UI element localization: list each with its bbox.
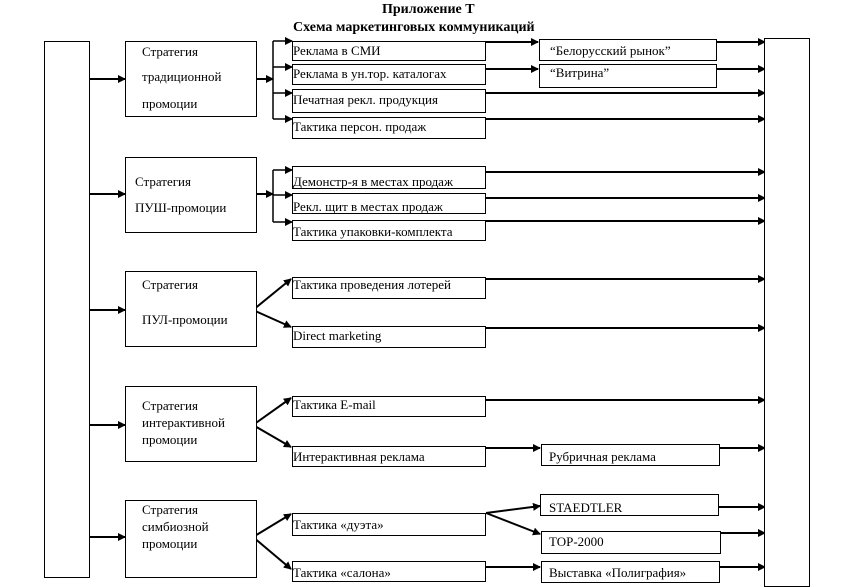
strategy-5-line-1: Стратегия xyxy=(142,502,198,517)
tactic-label-8: Тактика проведения лотерей xyxy=(293,277,451,292)
tactic-label-11: Интерактивная реклама xyxy=(293,449,425,464)
target-box-belorussky-rynok xyxy=(539,39,717,61)
tactic-label-1: Реклама в СМИ xyxy=(293,43,381,58)
tactic-label-6: Рекл. щит в местах продаж xyxy=(293,199,443,214)
tactic-label-2: Реклама в ун.тор. каталогах xyxy=(293,66,447,81)
strategy-4-line-3: промоции xyxy=(142,432,198,447)
target-box-vitrina xyxy=(539,64,717,88)
strategy-1-line-3: промоции xyxy=(142,96,198,111)
appendix-label: Приложение Т xyxy=(382,2,475,17)
strategy-box-push: Стратегия ПУШ-промоции xyxy=(125,157,257,233)
strategy-2-line-1: Стратегия xyxy=(135,174,191,189)
tactic-box-13 xyxy=(292,561,486,582)
tactic-label-13: Тактика «салона» xyxy=(293,565,391,580)
target-label-vitrina: “Витрина” xyxy=(550,65,610,80)
tactic-label-7: Тактика упаковки-комплекта xyxy=(293,224,453,239)
strategy-2-line-2: ПУШ-промоции xyxy=(135,200,227,215)
tactic-box-1 xyxy=(292,41,486,61)
tactic-box-12 xyxy=(292,513,486,536)
page-title: Схема маркетинговых коммуникаций xyxy=(293,20,535,35)
target-label-staedtler: STAEDTLER xyxy=(549,500,623,515)
tactic-box-10 xyxy=(292,396,486,417)
right-bus-box xyxy=(764,38,810,587)
left-bus-box xyxy=(44,41,90,578)
strategy-3-line-1: Стратегия xyxy=(142,277,198,292)
tactic-box-3 xyxy=(292,89,486,113)
strategy-4-line-2: интерактивной xyxy=(142,415,225,430)
strategy-box-pull: Стратегия ПУЛ-промоции xyxy=(125,271,257,347)
target-label-rubric-ads: Рубричная реклама xyxy=(549,449,656,464)
strategy-1-line-1: Стратегия xyxy=(142,44,198,59)
tactic-box-7 xyxy=(292,220,486,241)
tactic-label-5: Демонстр-я в местах продаж xyxy=(293,174,453,189)
tactic-label-9: Direct marketing xyxy=(293,328,382,343)
tactic-label-4: Тактика персон. продаж xyxy=(293,119,427,134)
tactic-box-8 xyxy=(292,277,486,299)
tactic-box-9 xyxy=(292,326,486,348)
tactic-box-6 xyxy=(292,193,486,214)
tactic-label-3: Печатная рекл. продукция xyxy=(293,92,438,107)
strategy-box-interactive: Стратегия интерактивной промоции xyxy=(125,386,257,462)
target-box-poligrafiya xyxy=(541,561,720,583)
target-box-staedtler xyxy=(540,494,719,516)
target-label-top-2000: TOP-2000 xyxy=(549,534,604,549)
tactic-label-10: Тактика E-mail xyxy=(293,397,376,412)
strategy-box-symbiotic: Стратегия симбиозной промоции xyxy=(125,500,257,578)
tactic-label-12: Тактика «дуэта» xyxy=(293,517,384,532)
strategy-5-line-2: симбиозной xyxy=(142,519,209,534)
tactic-box-5 xyxy=(292,166,486,189)
strategy-3-line-2: ПУЛ-промоции xyxy=(142,312,228,327)
strategy-1-line-2: традиционной xyxy=(142,69,222,84)
target-label-belorussky-rynok: “Белорусский рынок” xyxy=(550,43,671,58)
tactic-box-2 xyxy=(292,64,486,85)
tactic-box-11 xyxy=(292,446,486,467)
tactic-box-4 xyxy=(292,117,486,139)
strategy-5-line-3: промоции xyxy=(142,536,198,551)
strategy-4-line-1: Стратегия xyxy=(142,398,198,413)
strategy-box-traditional: Стратегия традиционной промоции xyxy=(125,41,257,117)
target-box-rubric-ads xyxy=(541,444,720,466)
target-box-top-2000 xyxy=(541,531,721,554)
target-label-poligrafiya: Выставка «Полиграфия» xyxy=(549,565,687,580)
